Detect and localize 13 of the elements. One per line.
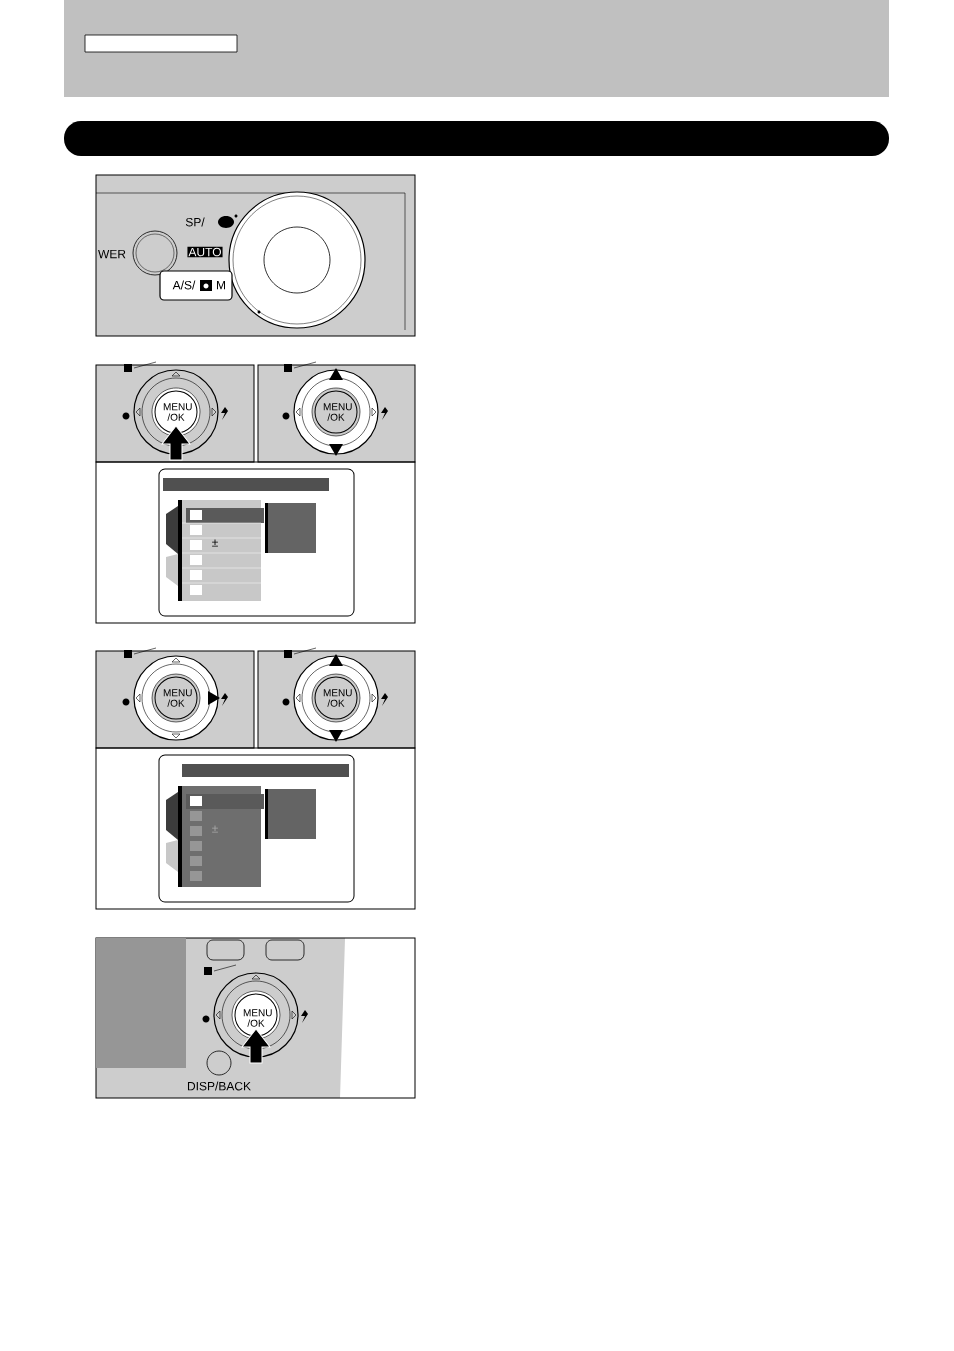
label-text: A/S/ <box>172 280 196 290</box>
button-label: MENU /OK <box>163 403 192 421</box>
button-label: MENU /OK <box>163 689 192 707</box>
label-text: SP/ <box>185 217 205 227</box>
plus-minus-sign: ± <box>212 825 218 833</box>
label-text: M <box>217 280 225 290</box>
plus-minus-sign: ± <box>212 539 218 547</box>
button-label: MENU /OK <box>323 689 352 707</box>
button-label: MENU /OK <box>243 1009 272 1027</box>
label-text: DISP/BACK <box>188 1081 251 1091</box>
mode-label: AUTO <box>187 246 223 258</box>
button-label: MENU /OK <box>323 403 352 421</box>
label-text: WER <box>98 249 126 259</box>
